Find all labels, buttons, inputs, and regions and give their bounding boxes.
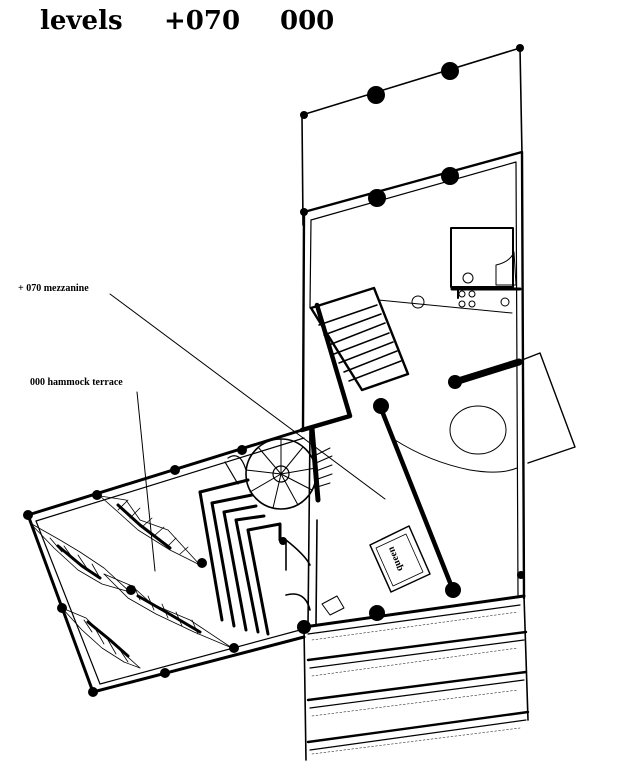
hammock-terrace <box>26 428 306 694</box>
west-service-strip <box>285 429 318 626</box>
bed-label: queen <box>386 545 406 573</box>
east-sliding-panel <box>451 352 576 464</box>
structural-columns <box>23 44 525 697</box>
levels-header: levels +070 000 <box>40 6 360 50</box>
mezzanine-walls <box>299 302 456 593</box>
mezzanine-label: + 070 mezzanine <box>18 283 89 294</box>
kitchen-bath-block <box>377 227 522 314</box>
south-deck <box>302 594 530 761</box>
north-deck <box>301 47 523 226</box>
levels-title: levels <box>40 6 123 36</box>
spiral-stair <box>224 425 333 510</box>
level-upper-label: +070 <box>164 6 241 36</box>
hammock-terrace-label: 000 hammock terrace <box>30 377 123 388</box>
queen-bed <box>321 525 431 616</box>
mezzanine-staircase <box>309 286 410 392</box>
annotation-leaders <box>109 293 386 572</box>
level-lower-label: 000 <box>280 6 335 36</box>
stepped-platforms <box>198 478 282 636</box>
round-table <box>394 405 518 473</box>
